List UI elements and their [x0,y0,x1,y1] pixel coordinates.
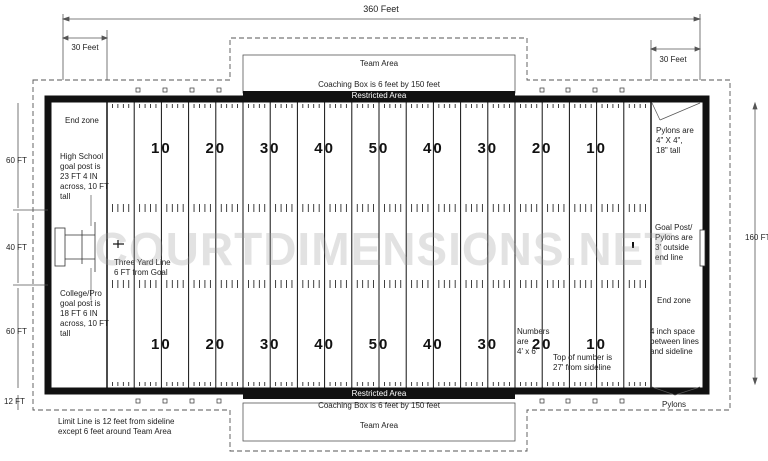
note-line: 18" tall [656,146,681,155]
yard-number: 20 [205,336,227,353]
yard-number: 50 [368,336,390,353]
yard-number: 30 [259,140,281,157]
yard-number: 30 [477,140,499,157]
limit-line-boundary [32,37,731,452]
pylons-label: Pylons [662,400,687,409]
yard-number: 40 [314,140,335,157]
note-line: across, 10 FT [60,319,109,328]
goal-post-left [54,222,96,272]
goal-post-right [699,229,706,267]
note-line: goal post is [60,299,101,308]
yard-number: 10 [151,140,172,157]
note-line: Goal Post/ [655,223,693,232]
team-area-bottom-outline [242,402,516,442]
yard-lines [133,102,625,388]
note-line: end line [655,253,684,262]
limit-line-note: Limit Line is 12 feet from sideline exce… [58,417,175,437]
note-line: Three Yard Line [114,258,171,267]
note-line: 18 FT 6 IN [60,309,98,318]
three-yard-line-note: Three Yard Line 6 FT from Goal [114,258,171,278]
team-area-bottom-label: Team Area [359,421,399,430]
note-line: Pylons are [656,126,694,135]
yard-number: 10 [151,336,172,353]
note-line: and sideline [650,347,693,356]
note-line: are [517,337,529,346]
overall-width-label: 360 Feet [363,4,399,14]
note-line: except 6 feet around Team Area [58,427,172,436]
note-line: 3' outside [655,243,689,252]
yard-number: 40 [423,336,444,353]
note-line: 4 inch space [650,327,695,336]
yard-number: 10 [586,140,607,157]
note-line: 27' from sideline [553,363,611,372]
overall-width-dimension [61,14,702,80]
note-line: tall [60,192,71,201]
yard-number: 40 [314,336,335,353]
dim-60ft-bottom: 60 FT [6,327,27,336]
high-school-post-note: High School goal post is 23 FT 4 IN acro… [60,152,109,202]
college-post-note: College/Pro goal post is 18 FT 6 IN acro… [60,289,109,339]
dim-160ft: 160 FT [745,233,768,242]
yard-number: 50 [368,140,390,157]
note-line: 23 FT 4 IN [60,172,98,181]
top-of-number-note: Top of number is 27' from sideline [553,353,612,373]
dim-12ft: 12 FT [4,397,25,406]
numbers-size-note: Numbers are 4' x 6' [517,327,549,357]
left-vertical-dimensions [13,103,48,410]
hash-marks [112,204,646,288]
restricted-area-bottom-label: Restricted Area [351,389,407,398]
end-zone-right-label: End zone [657,296,691,305]
left-margin-dimension [61,30,109,80]
note-line: 4' x 6' [517,347,538,356]
right-total-height-dimension [752,101,758,386]
note-line: between lines [650,337,699,346]
pylons-size-note: Pylons are 4" X 4", 18" tall [656,126,694,156]
note-line: 4" X 4", [656,136,683,145]
yard-number: 30 [259,336,281,353]
note-line: across, 10 FT [60,182,109,191]
note-line: Pylons are [655,233,693,242]
right-margin-label: 30 Feet [659,55,687,64]
right-margin-dimension [649,40,702,80]
three-yard-mark-left [113,240,124,248]
sideline-ticks [112,104,646,386]
limit-markers [135,87,625,404]
note-line: goal post is [60,162,101,171]
coaching-box-top-label: Coaching Box is 6 feet by 150 feet [318,80,440,89]
note-line: College/Pro [60,289,102,298]
yard-number: 30 [477,336,499,353]
restricted-area-top-label: Restricted Area [351,91,407,100]
note-line: 6 FT from Goal [114,268,168,277]
three-yard-mark-right [632,242,634,248]
yard-number: 10 [586,336,607,353]
pylon-pointer-lines [651,102,701,396]
yard-number: 20 [531,336,553,353]
yard-number: 40 [423,140,444,157]
dim-60ft-top: 60 FT [6,156,27,165]
note-line: Limit Line is 12 feet from sideline [58,417,175,426]
coaching-box-bottom-label: Coaching Box is 6 feet by 150 feet [318,401,440,410]
note-line: Numbers [517,327,550,336]
note-line: Top of number is [553,353,613,362]
goal-post-pylons-note: Goal Post/ Pylons are 3' outside end lin… [655,223,693,263]
note-line: tall [60,329,71,338]
dim-40ft: 40 FT [6,243,27,252]
yard-number: 20 [531,140,553,157]
left-margin-label: 30 Feet [71,43,99,52]
team-area-top-label: Team Area [359,59,399,68]
four-inch-space-note: 4 inch space between lines and sideline [650,327,699,357]
end-zone-left-label: End zone [65,116,99,125]
yard-number: 20 [205,140,227,157]
note-line: High School [60,152,104,161]
